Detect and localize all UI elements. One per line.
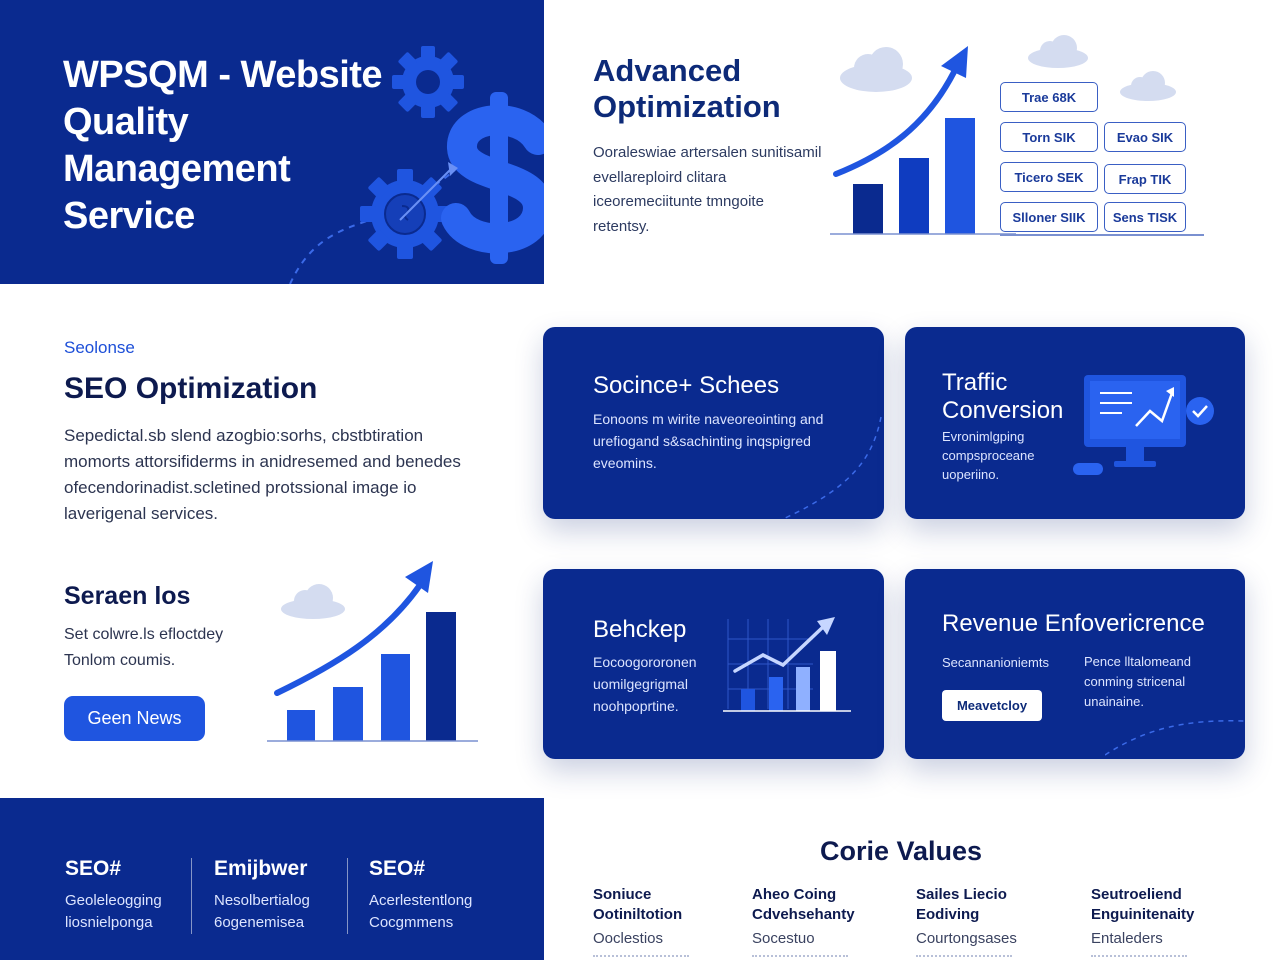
- serenlos-title: Seraen los: [64, 582, 191, 610]
- card-title: Traffic Conversion: [942, 369, 1064, 424]
- core-value-text: Courtongsases: [916, 930, 1017, 947]
- card-behckep[interactable]: Behckep Eocoogororonen uomilgegrigmal no…: [543, 569, 884, 759]
- cloud-icon: [1028, 35, 1088, 68]
- core-value-text: Entaleders: [1091, 930, 1163, 947]
- bottom-feature-text: Nesolbertialog 6ogenemisea: [214, 892, 310, 931]
- card-text: Eocoogororonen uomilgegrigmal noohpoprti…: [593, 654, 697, 714]
- bottom-feature-heading: SEO#: [369, 857, 426, 880]
- card-text: Secannanioniemts: [942, 655, 1049, 670]
- core-value-text: Ooclestios: [593, 930, 664, 947]
- core-value-heading: Soniuce Ootiniltotion: [593, 886, 683, 923]
- mouse-icon: [1073, 463, 1103, 475]
- hero-banner: WPSQM - Website Quality Management Servi…: [0, 0, 544, 284]
- monitor-chart-icon: [1073, 375, 1214, 475]
- advanced-description: Ooraleswiae artersalen sunitisamil evell…: [593, 144, 822, 235]
- core-value-column: Soniuce Ootiniltotion Ooclestios: [593, 885, 758, 960]
- card-traffic-conversion[interactable]: Traffic Conversion Evronimlgping compspr…: [905, 327, 1245, 519]
- metric-tag: Ticero SEK: [1000, 162, 1098, 192]
- news-button[interactable]: Geen News: [64, 696, 205, 741]
- metric-tag: Slloner SIIK: [1000, 202, 1098, 232]
- metric-tag: Frap TIK: [1104, 164, 1186, 194]
- core-value-heading: Aheo Coing Cdvehsehanty: [752, 886, 855, 923]
- growth-chart-illustration: [723, 617, 851, 712]
- bottom-feature-text: Acerlestentlong Cocgmmens: [369, 892, 473, 931]
- check-circle-icon: [1186, 397, 1214, 425]
- bottom-feature-column: Emijbwer Nesolbertialog 6ogenemisea: [214, 856, 329, 934]
- core-value-column: Seutroeliend Enguinitenaity Entaleders: [1091, 885, 1256, 960]
- card-text: Eonoons m wirite naveoreointing and uref…: [593, 411, 824, 471]
- growth-chart-illustration: [267, 561, 478, 742]
- card-revenue[interactable]: Revenue Enfovericrence Secannanioniemts …: [905, 569, 1245, 759]
- bottom-feature-column: SEO# Acerlestentlong Cocgmmens: [369, 856, 494, 934]
- advanced-title: Advanced Optimization: [593, 53, 781, 124]
- seo-eyebrow: Seolonse: [64, 338, 135, 357]
- bottom-feature-column: SEO# Geoleleogging liosnielponga: [65, 856, 180, 934]
- metric-tag: Sens TISK: [1104, 202, 1186, 232]
- hero-title: WPSQM - Website Quality Management Servi…: [63, 54, 383, 237]
- growth-arrow-icon: [274, 561, 433, 696]
- card-decoration: [782, 416, 882, 519]
- cloud-icon: [840, 47, 912, 92]
- core-values-title: Corie Values: [819, 836, 983, 866]
- growth-arrow-icon: [833, 46, 968, 177]
- seo-description: Sepedictal.sb slend azogbio:sorhs, cbstb…: [64, 426, 461, 523]
- card-sociance[interactable]: Socince+ Schees Eonoons m wirite naveore…: [543, 327, 884, 519]
- core-value-column: Sailes Liecio Eodiving Courtongsases: [916, 885, 1081, 960]
- metric-tag-grid: Trae 68K Torn SIK Evao SIK Ticero SEK Fr…: [1000, 82, 1204, 238]
- card-text: Pence lltalomeand conming stricenal unai…: [1084, 654, 1191, 709]
- core-value-text: Socestuo: [752, 930, 815, 947]
- core-value-column: Aheo Coing Cdvehsehanty Socestuo: [752, 885, 917, 960]
- card-revenue-button[interactable]: Meavetcloy: [942, 690, 1042, 721]
- card-title: Revenue Enfovericrence: [942, 610, 1205, 637]
- seo-title: SEO Optimization: [64, 372, 318, 405]
- metric-tag: Evao SIK: [1104, 122, 1186, 152]
- core-value-heading: Sailes Liecio Eodiving: [916, 886, 1007, 923]
- gear-icon: [392, 46, 464, 118]
- card-title: Behckep: [593, 616, 687, 643]
- bottom-feature-text: Geoleleogging liosnielponga: [65, 892, 162, 931]
- bottom-feature-band: [0, 798, 544, 960]
- metric-tag: Torn SIK: [1000, 122, 1098, 152]
- cloud-icon: [281, 584, 345, 619]
- bottom-feature-heading: SEO#: [65, 857, 122, 880]
- serenlos-description: Set colwre.ls efloctdey Tonlom coumis.: [64, 626, 224, 669]
- cloud-icon: [1120, 71, 1176, 101]
- dollar-sign-icon: [441, 92, 544, 264]
- bottom-feature-heading: Emijbwer: [214, 857, 308, 880]
- hero-illustration: [289, 46, 544, 284]
- metric-tag: Trae 68K: [1000, 82, 1098, 112]
- card-text: Evronimlgping compsproceane uoperiino.: [942, 429, 1035, 482]
- divider: [347, 858, 348, 934]
- core-value-heading: Seutroeliend Enguinitenaity: [1091, 886, 1195, 923]
- growth-chart-illustration: [830, 46, 1016, 235]
- card-decoration: [1105, 720, 1245, 756]
- divider: [191, 858, 192, 934]
- card-title: Socince+ Schees: [593, 372, 780, 399]
